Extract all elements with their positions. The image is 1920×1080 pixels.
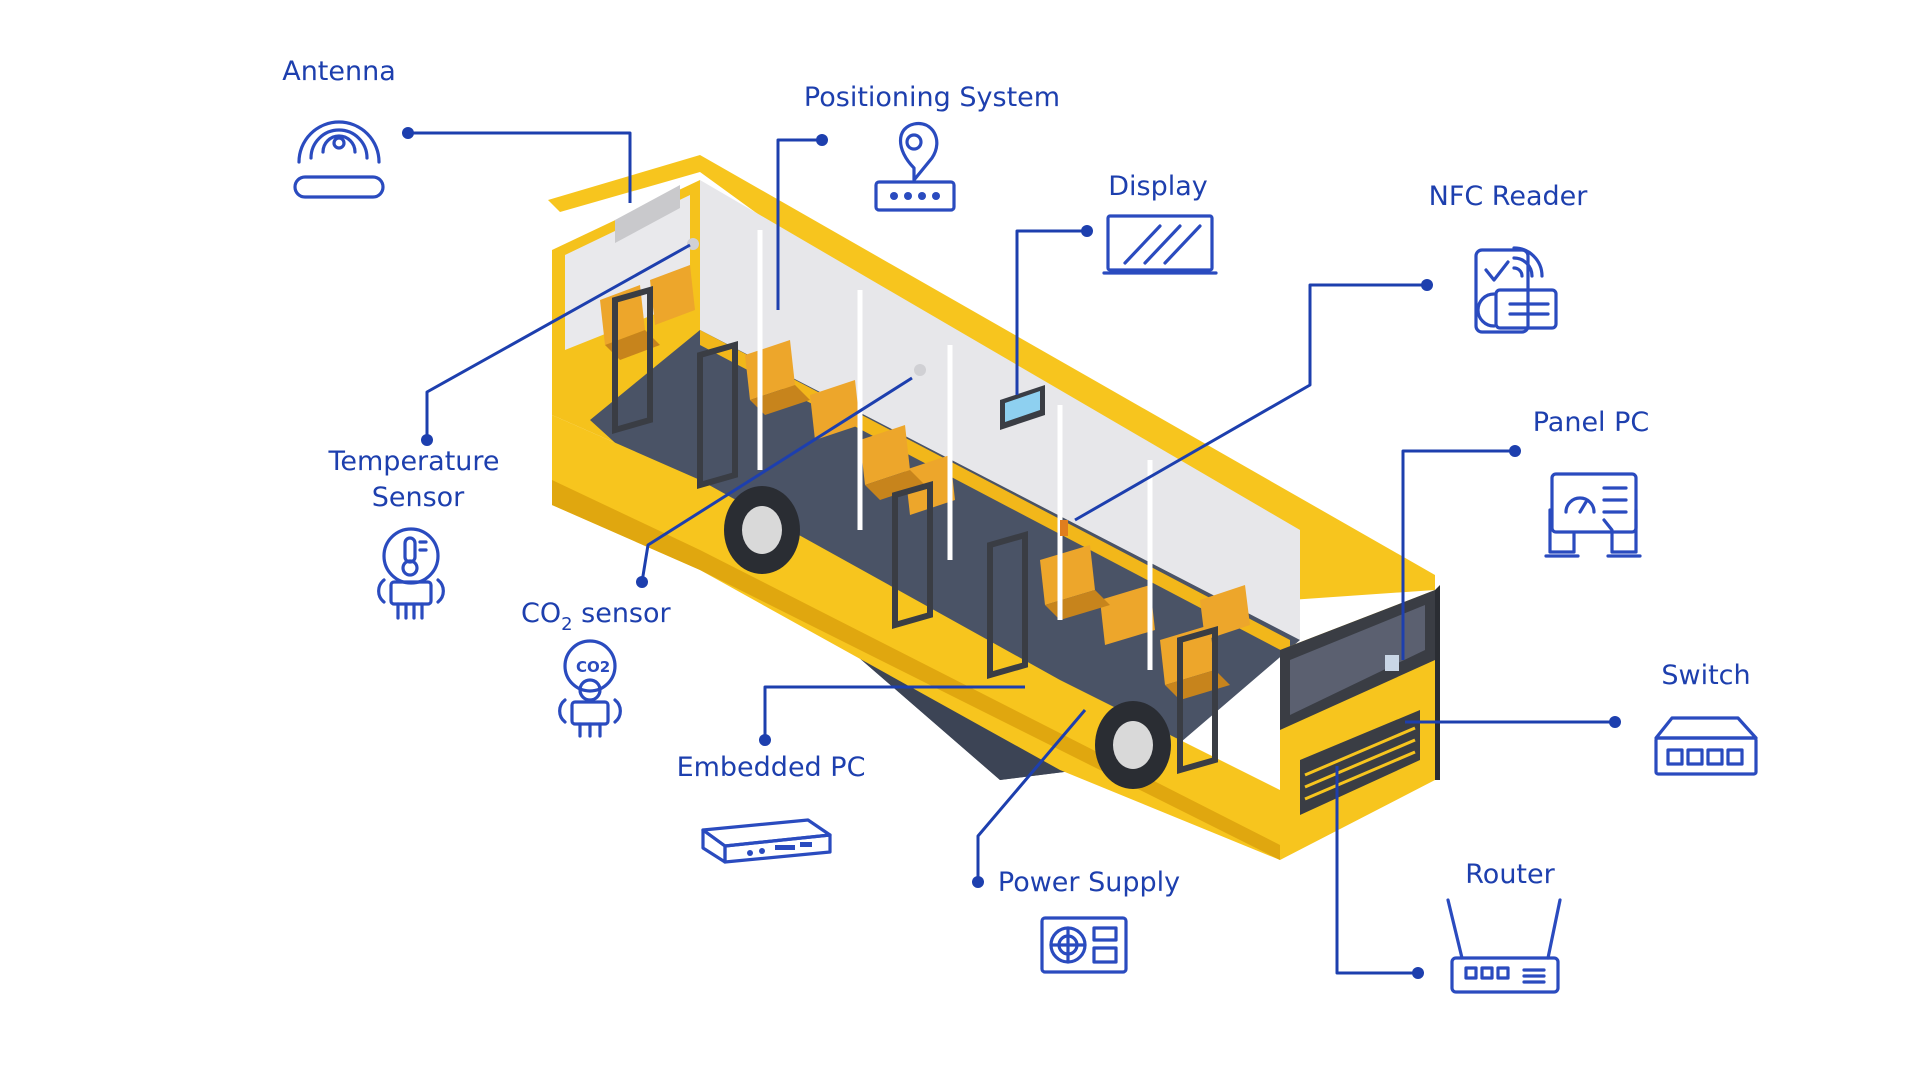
embedded-pc-icon xyxy=(701,818,832,864)
label-co2-suffix: sensor xyxy=(573,598,672,629)
label-co2-subscript: 2 xyxy=(561,614,572,635)
location-pin-icon xyxy=(874,121,956,212)
label-panel-pc: Panel PC xyxy=(1533,407,1650,438)
label-antenna: Antenna xyxy=(282,56,396,87)
power-supply-icon xyxy=(1040,916,1128,974)
label-co2-prefix: CO xyxy=(521,598,561,629)
svg-text:CO2: CO2 xyxy=(576,658,610,676)
bus-wheel-rear xyxy=(724,486,800,574)
nfc-reader-icon xyxy=(1474,246,1558,334)
label-router: Router xyxy=(1465,859,1555,890)
leader-lines xyxy=(402,127,1621,979)
thermometer-sensor-icon xyxy=(377,527,445,620)
label-embedded-pc: Embedded PC xyxy=(677,752,866,783)
panel-pc-icon xyxy=(1544,472,1642,558)
label-power-supply: Power Supply xyxy=(998,867,1180,898)
router-icon xyxy=(1446,898,1562,994)
bus-wheel-front xyxy=(1095,701,1171,789)
label-co2-sensor: CO2 sensor xyxy=(521,598,672,635)
component-labels: Antenna Positioning System Display NFC R… xyxy=(282,56,1750,898)
label-temperature-line2: Sensor xyxy=(372,482,465,513)
co2-sensor-icon: CO2 xyxy=(558,639,622,738)
display-icon xyxy=(1102,214,1218,275)
antenna-icon xyxy=(293,120,385,199)
bus-illustration xyxy=(548,155,1440,860)
label-positioning-system: Positioning System xyxy=(804,82,1060,113)
label-nfc-reader: NFC Reader xyxy=(1429,181,1589,212)
network-switch-icon xyxy=(1654,716,1758,776)
label-switch: Switch xyxy=(1661,660,1750,691)
label-display: Display xyxy=(1108,171,1208,202)
label-temperature-line1: Temperature xyxy=(327,446,499,477)
